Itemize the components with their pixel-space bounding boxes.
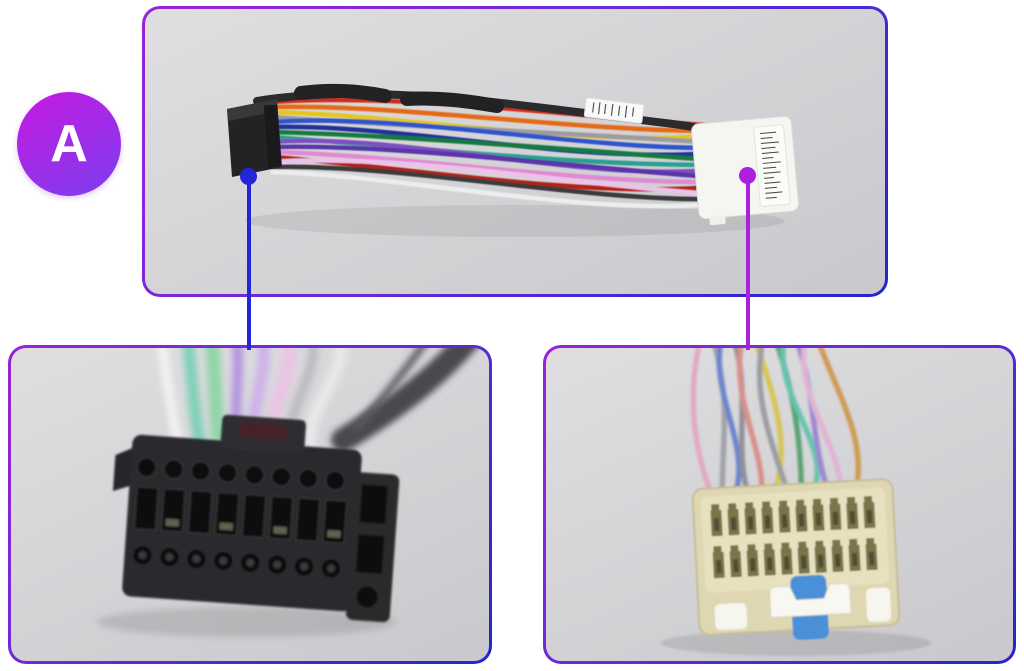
pin-grid xyxy=(132,457,388,608)
connector-shadow xyxy=(96,607,396,637)
top-panel-photo-area xyxy=(145,9,885,294)
cable-sleeve-1 xyxy=(294,83,392,103)
wire-fanout xyxy=(690,348,861,500)
black-connector-closeup-photo xyxy=(96,348,477,637)
cable-sleeve-2 xyxy=(400,91,504,113)
beige-connector-closeup-photo xyxy=(661,348,931,656)
dark-cable xyxy=(331,348,477,452)
badge-a: A xyxy=(17,92,121,196)
connector-label-fine-print xyxy=(760,131,783,199)
badge-label: A xyxy=(50,115,88,173)
harness-cable-photo xyxy=(227,83,799,237)
bottom-left-panel-black-connector xyxy=(8,345,492,664)
connector-shadow xyxy=(661,630,931,656)
bottom-left-photo-area xyxy=(11,348,489,661)
pin-grid xyxy=(710,495,878,579)
dark-wire xyxy=(352,348,426,433)
white-foot-left xyxy=(714,602,748,631)
cable-shadow xyxy=(245,205,785,237)
top-panel-full-harness xyxy=(142,6,888,297)
white-foot-right xyxy=(865,587,892,623)
mid-wire-label xyxy=(583,97,645,124)
black-connector xyxy=(227,99,282,177)
wire-bundle xyxy=(270,97,706,209)
beige-connector-face xyxy=(691,478,901,640)
bottom-right-photo-area xyxy=(546,348,1013,661)
white-connector xyxy=(691,115,799,226)
latch-white-bracket xyxy=(769,583,852,618)
black-connector-face xyxy=(112,414,400,623)
bottom-right-panel-beige-connector xyxy=(543,345,1016,664)
